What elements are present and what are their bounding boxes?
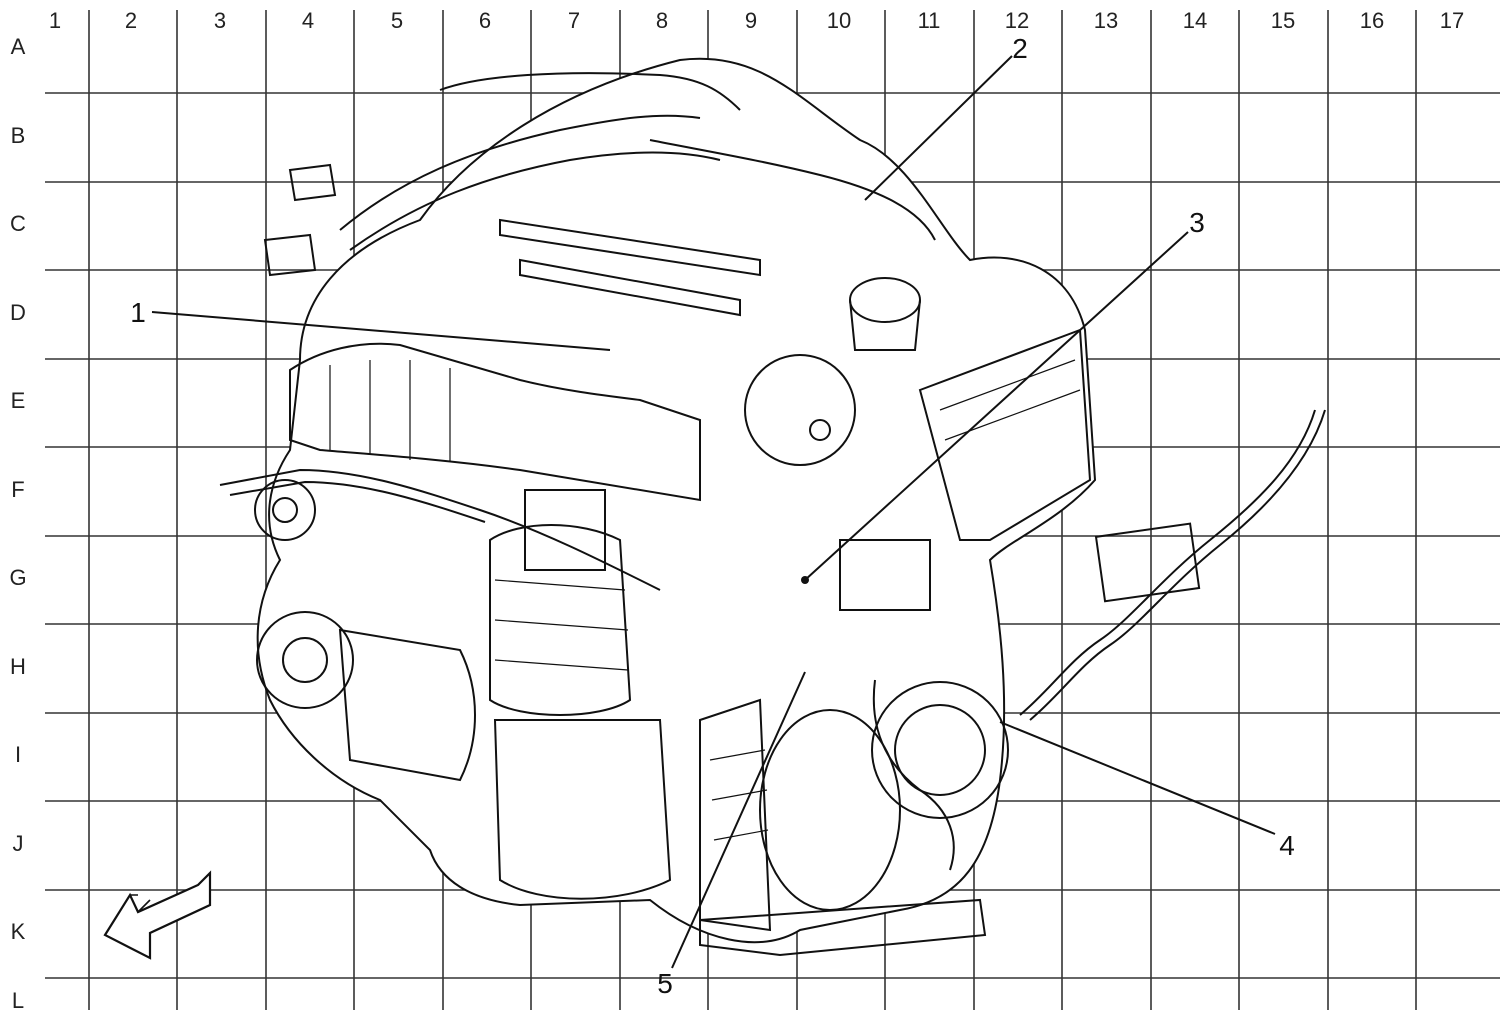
exhaust-manifold (489, 524, 632, 716)
battery-cable (1019, 409, 1316, 716)
row-label: F (11, 477, 24, 502)
callout-3: 3 (1189, 207, 1205, 238)
ac-compressor-body (338, 628, 476, 782)
callout-3-leader (804, 231, 1189, 581)
callout-3-dot (801, 576, 809, 584)
sensor-connector (288, 163, 337, 202)
oil-filler-neck (849, 299, 921, 351)
intake-manifold (289, 342, 701, 502)
catalytic-converter (493, 719, 672, 900)
battery-cable (1029, 409, 1326, 721)
callout-2: 2 (1012, 33, 1028, 64)
callout-5: 5 (657, 968, 673, 999)
transmission-lower (699, 698, 772, 932)
column-label: 3 (214, 8, 226, 33)
wiring-harness (229, 480, 486, 523)
sensor-connector (263, 233, 317, 277)
fuse-block-connector (1094, 522, 1201, 603)
row-label: I (15, 742, 21, 767)
throttle-body-center (809, 419, 831, 441)
callout-4: 4 (1279, 830, 1295, 861)
column-label: 2 (125, 8, 137, 33)
flywheel-housing-inner (894, 704, 986, 796)
heat-shield-rib (494, 659, 629, 671)
column-label: 4 (302, 8, 314, 33)
row-label: G (9, 565, 26, 590)
flywheel-housing (871, 681, 1009, 819)
callout-5-leader (671, 671, 806, 969)
engine-outline (256, 57, 1097, 944)
wiring-harness (219, 468, 661, 591)
accessory-pulley (254, 479, 316, 541)
transmission-rib (709, 749, 766, 761)
heat-shield-rib (494, 579, 626, 591)
column-label: 17 (1440, 8, 1464, 33)
upper-hose (339, 114, 701, 231)
heat-shield-rib (494, 619, 629, 631)
upper-hose (349, 151, 721, 251)
column-label: 8 (656, 8, 668, 33)
column-label: 12 (1005, 8, 1029, 33)
intercooler-pipe (872, 679, 955, 871)
row-label: D (10, 300, 26, 325)
column-label: 16 (1360, 8, 1384, 33)
front-direction-arrow-icon (103, 870, 212, 960)
callout-4-leader (999, 721, 1276, 835)
bracket-rib (939, 359, 1076, 411)
callout-2-leader (864, 55, 1013, 201)
throttle-body (744, 354, 856, 466)
column-label: 1 (49, 8, 61, 33)
row-label: C (10, 211, 26, 236)
row-labels: A B C D E F G H I J K L (9, 34, 26, 1013)
row-label: E (11, 388, 26, 413)
fuel-rail (499, 218, 761, 277)
column-label: 5 (391, 8, 403, 33)
coolant-hose (649, 139, 936, 241)
column-label: 6 (479, 8, 491, 33)
callout-1: 1 (130, 297, 146, 328)
row-label: K (11, 919, 26, 944)
coolant-hose (439, 72, 741, 111)
column-label: 15 (1271, 8, 1295, 33)
transmission-rib (713, 829, 769, 841)
callout-labels: 1 2 3 4 5 (130, 33, 1295, 999)
column-label: 14 (1183, 8, 1207, 33)
column-label: 9 (745, 8, 757, 33)
fuel-rail (519, 258, 741, 317)
callout-leaders (151, 55, 1276, 969)
column-label: 13 (1094, 8, 1118, 33)
accessory-pulley-hub (272, 497, 298, 523)
row-label: H (10, 654, 26, 679)
control-module-bracket (918, 328, 1092, 541)
egr-valve (524, 489, 606, 571)
row-label: A (11, 34, 26, 59)
ac-compressor-pulley (256, 611, 354, 709)
column-label: 10 (827, 8, 851, 33)
column-label: 11 (918, 8, 941, 33)
transmission-rib (711, 789, 768, 801)
ac-compressor-hub (282, 637, 328, 683)
callout-1-leader (151, 311, 611, 351)
row-label: B (11, 123, 26, 148)
engine-assembly-illustration (219, 57, 1326, 957)
engine-mount-bracket (699, 898, 987, 957)
row-label: J (13, 831, 24, 856)
row-label: L (12, 988, 24, 1013)
module-box (839, 539, 931, 611)
column-labels: 1 2 3 4 5 6 7 8 9 10 11 12 13 14 15 16 1… (49, 8, 1464, 33)
column-label: 7 (568, 8, 580, 33)
